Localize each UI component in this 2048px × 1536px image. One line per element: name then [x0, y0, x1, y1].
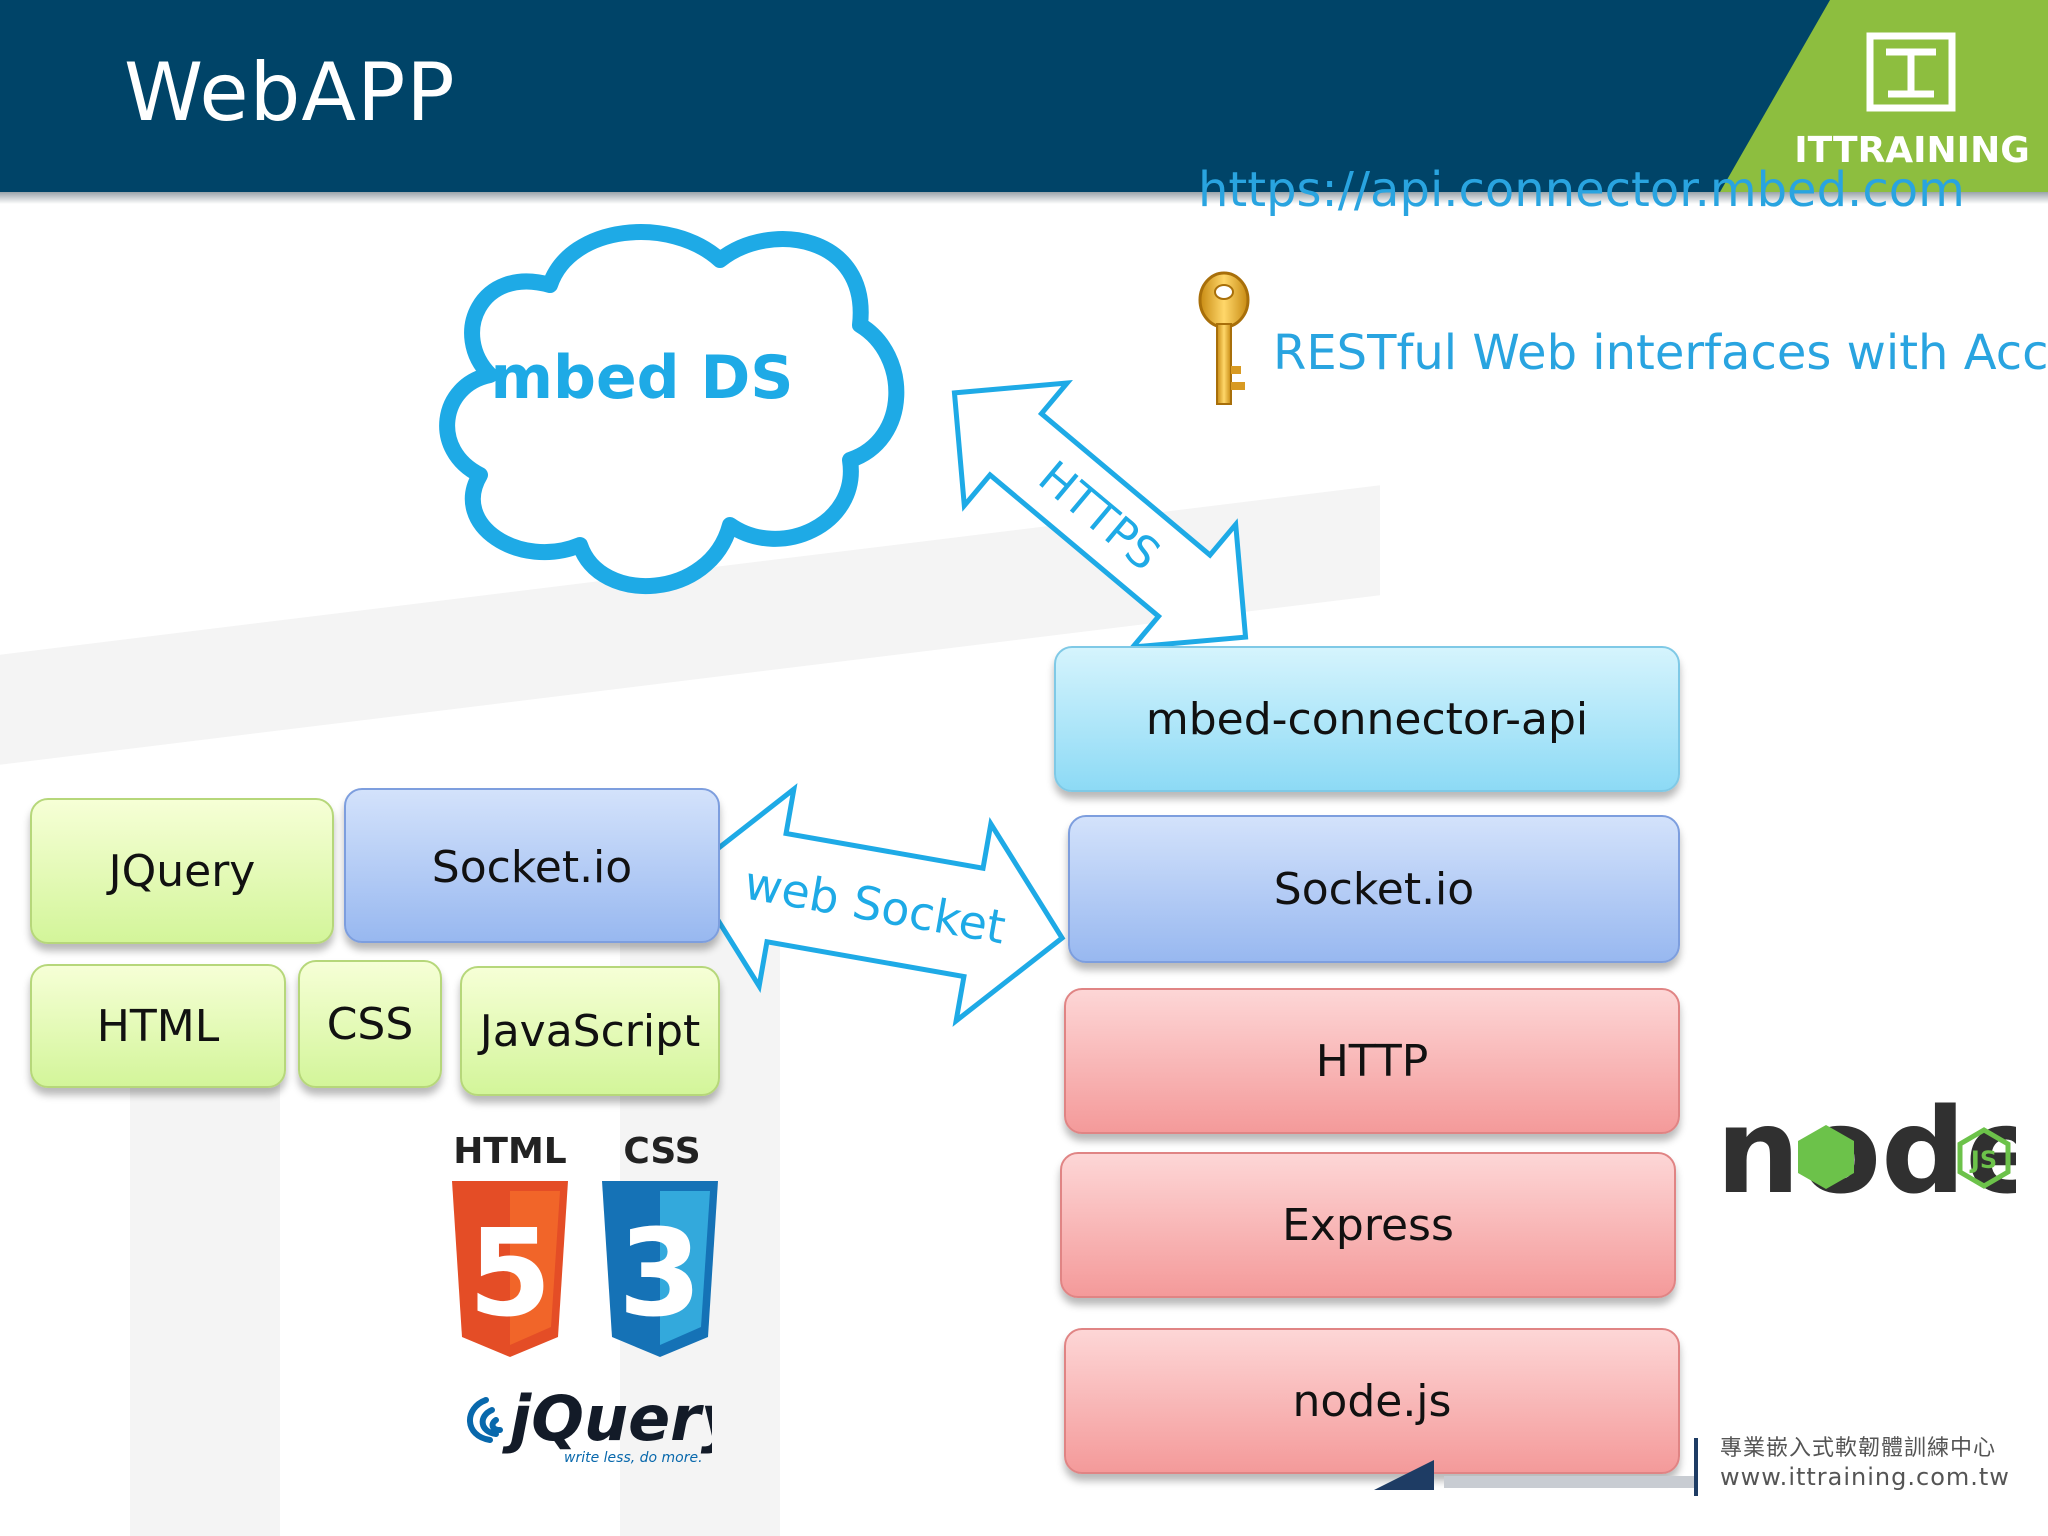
ittraining-logo: ITTRAINING [1720, 0, 2048, 192]
client-html-label: HTML [96, 1000, 220, 1052]
ittraining-mark-icon [1866, 32, 1956, 112]
cloud-icon [439, 224, 905, 595]
restful-description: RESTful Web interfaces with Acces [1273, 325, 2048, 381]
websocket-arrow: web Socket [684, 783, 1066, 1027]
server-socketio-box: Socket.io [1068, 815, 1680, 963]
cloud-label: mbed DS [490, 343, 793, 413]
server-http-label: HTTP [1315, 1035, 1429, 1087]
server-connector-label: mbed-connector-api [1145, 693, 1589, 745]
html5-label: HTML [453, 1131, 566, 1172]
server-socketio-label: Socket.io [1273, 863, 1475, 915]
server-nodejs-label: node.js [1292, 1375, 1452, 1427]
node-name: node [1716, 1082, 2016, 1210]
js-badge-icon: JS [1957, 1127, 2011, 1189]
nodejs-logo: node JS [1716, 1082, 2016, 1210]
server-connector-box: mbed-connector-api [1054, 646, 1680, 792]
client-html-box: HTML [30, 964, 286, 1088]
html5-css3-logos: HTML CSS 5 3 [452, 1131, 718, 1357]
jquery-logo: jQuery write less, do more. [467, 1382, 712, 1466]
html5-digit: 5 [468, 1205, 552, 1344]
slide-header [0, 0, 2048, 192]
server-nodejs-box: node.js [1064, 1328, 1680, 1474]
footer-logo-icon [1374, 1438, 1698, 1496]
node-hexagon-icon [1798, 1125, 1854, 1189]
client-javascript-box: JavaScript [460, 966, 720, 1096]
client-jquery-label: JQuery [108, 845, 256, 897]
https-arrow: HTTPS [951, 379, 1249, 651]
key-icon [1198, 271, 1250, 405]
jquery-name: jQuery [502, 1382, 712, 1455]
jquery-swirl-icon [467, 1397, 503, 1443]
css3-label: CSS [623, 1131, 700, 1172]
brand-name: ITTRAINING [1794, 130, 2030, 171]
jquery-tagline: write less, do more. [564, 1450, 703, 1466]
footer-org-name: 專業嵌入式軟韌體訓練中心 [1720, 1436, 1997, 1461]
watermark-shape [130, 1000, 280, 1536]
client-socketio-label: Socket.io [431, 842, 633, 893]
client-css-box: CSS [298, 960, 442, 1088]
client-css-label: CSS [326, 998, 414, 1050]
client-javascript-label: JavaScript [479, 1005, 701, 1057]
css3-digit: 3 [618, 1205, 702, 1344]
client-socketio-box: Socket.io [344, 788, 720, 943]
header-shadow [0, 192, 2048, 204]
server-http-box: HTTP [1064, 988, 1680, 1134]
footer-website: www.ittraining.com.tw [1720, 1463, 2010, 1491]
html5-shield-icon: 5 [452, 1181, 568, 1357]
css3-shield-icon: 3 [602, 1181, 718, 1357]
mbed-ds-cloud: mbed DS [439, 224, 905, 595]
page-title: WebAPP [124, 46, 456, 139]
client-jquery-box: JQuery [30, 798, 334, 944]
api-url: https://api.connector.mbed.com [1198, 162, 1965, 218]
server-express-box: Express [1060, 1152, 1676, 1298]
server-express-label: Express [1282, 1199, 1454, 1251]
node-badge: JS [1969, 1146, 1997, 1174]
